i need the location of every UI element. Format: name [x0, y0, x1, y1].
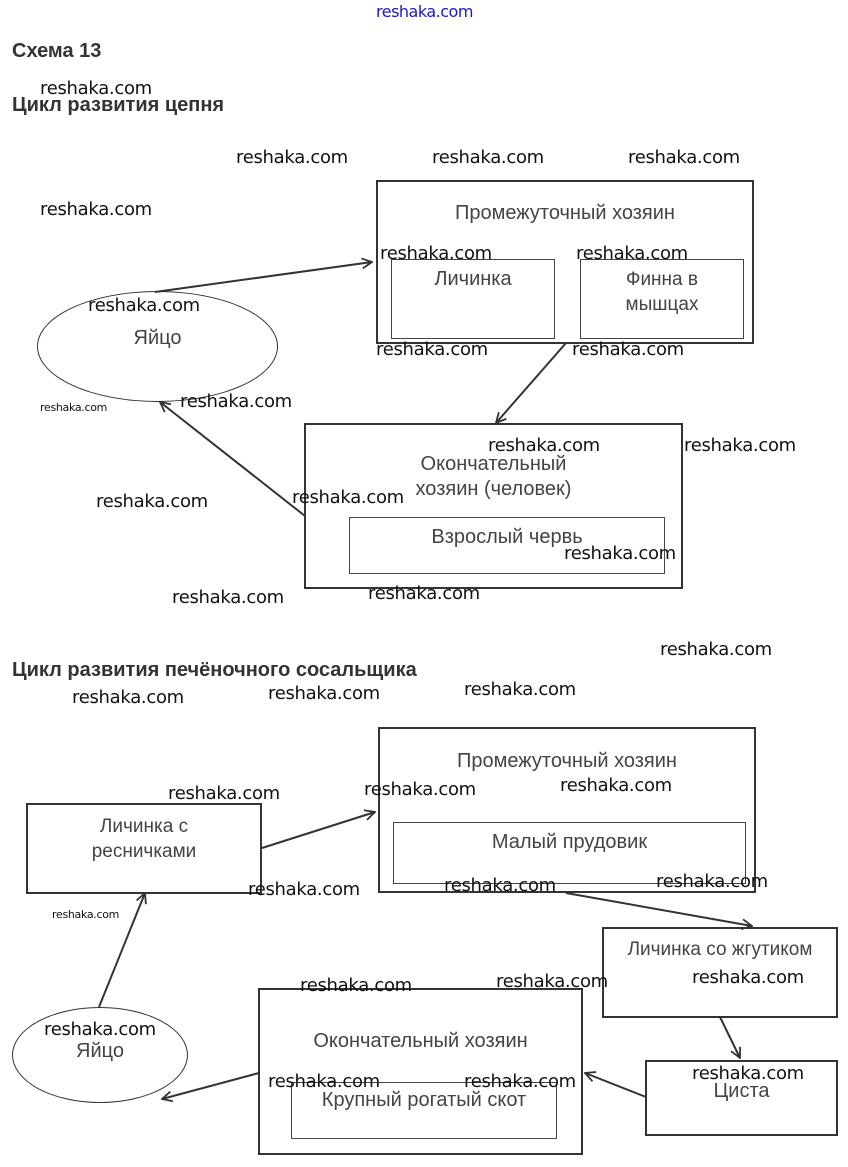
cyst-label: Циста	[713, 1080, 770, 1102]
watermark: reshaka.com	[660, 639, 772, 660]
watermark: reshaka.com	[444, 875, 556, 896]
definitive-host-box: Окончательный хозяин (человек) Взрослый …	[304, 423, 683, 589]
egg-label: Яйцо	[133, 327, 182, 349]
watermark: reshaka.com	[40, 78, 152, 99]
site-link[interactable]: reshaka.com	[376, 2, 473, 21]
intermediate-host-label: Промежуточный хозяин	[455, 202, 675, 224]
arrow-definitive-to-egg	[160, 402, 306, 517]
arrow-flagellated-to-cyst	[719, 1016, 740, 1058]
watermark: reshaka.com	[268, 683, 380, 704]
definitive-host-box-2: Окончательный хозяин Крупный рогатый ско…	[258, 988, 583, 1155]
watermark: reshaka.com	[560, 775, 672, 796]
watermark: reshaka.com	[300, 975, 412, 996]
watermark: reshaka.com	[628, 147, 740, 168]
watermark: reshaka.com	[236, 147, 348, 168]
intermediate-host-box-2: Промежуточный хозяин Малый прудовик	[378, 727, 756, 893]
arrow-cyst-to-definitive	[585, 1073, 647, 1098]
watermark: reshaka.com	[368, 583, 480, 604]
watermark: reshaka.com	[692, 967, 804, 988]
definitive-host-label: Окончательный хозяин (человек)	[415, 453, 572, 500]
watermark: reshaka.com	[168, 783, 280, 804]
cattle-box: Крупный рогатый скот	[291, 1082, 557, 1139]
watermark: reshaka.com	[268, 1071, 380, 1092]
watermark: reshaka.com	[432, 147, 544, 168]
pond-snail-box: Малый прудовик	[393, 822, 746, 884]
adult-worm-label: Взрослый червь	[431, 526, 583, 548]
finna-box: Финна в мышцах	[580, 259, 744, 339]
watermark: reshaka.com	[96, 491, 208, 512]
watermark: reshaka.com	[572, 339, 684, 360]
ciliated-larva-box: Личинка с ресничками	[26, 803, 262, 894]
watermark: reshaka.com	[172, 587, 284, 608]
egg-node-2: Яйцо	[12, 1007, 188, 1103]
adult-worm-box: Взрослый червь	[349, 517, 665, 574]
watermark: reshaka.com	[564, 543, 676, 564]
arrow-ciliated-to-intermediate	[261, 812, 375, 849]
intermediate-host-label-2: Промежуточный хозяин	[457, 750, 677, 772]
arrow-egg-to-ciliated	[98, 893, 145, 1008]
watermark: reshaka.com	[364, 779, 476, 800]
watermark: reshaka.com	[376, 339, 488, 360]
watermark: reshaka.com	[464, 679, 576, 700]
watermark: reshaka.com	[576, 243, 688, 264]
larva-label: Личинка	[434, 268, 512, 290]
watermark: reshaka.com	[380, 243, 492, 264]
intermediate-host-box: Промежуточный хозяин Личинка Финна в мыш…	[376, 180, 754, 344]
egg-label-2: Яйцо	[76, 1040, 124, 1062]
diagram1-title: Цикл развития цепня	[12, 94, 225, 116]
watermark: reshaka.com	[488, 435, 600, 456]
watermark: reshaka.com	[52, 908, 120, 921]
watermark: reshaka.com	[464, 1071, 576, 1092]
watermark: reshaka.com	[684, 435, 796, 456]
watermark: reshaka.com	[180, 391, 292, 412]
flagellated-larva-box: Личинка со жгутиком	[602, 927, 838, 1018]
flagellated-larva-label: Личинка со жгутиком	[627, 939, 813, 960]
watermark: reshaka.com	[656, 871, 768, 892]
arrow-egg-to-intermediate	[154, 262, 372, 293]
watermark: reshaka.com	[496, 971, 608, 992]
watermark: reshaka.com	[44, 1019, 156, 1040]
definitive-host-label-2: Окончательный хозяин	[313, 1030, 528, 1052]
pond-snail-label: Малый прудовик	[491, 831, 648, 853]
watermark: reshaka.com	[88, 295, 200, 316]
arrow-intermediate-to-definitive	[496, 342, 567, 423]
watermark: reshaka.com	[248, 879, 360, 900]
watermark: reshaka.com	[692, 1063, 804, 1084]
watermark: reshaka.com	[40, 199, 152, 220]
watermark: reshaka.com	[40, 401, 108, 414]
cattle-label: Крупный рогатый скот	[321, 1089, 527, 1111]
arrow-intermediate-to-flagellated	[565, 892, 752, 926]
larva-box: Личинка	[391, 259, 555, 339]
ciliated-larva-label: Личинка с ресничками	[91, 816, 197, 862]
finna-label: Финна в мышцах	[625, 269, 699, 315]
watermark: reshaka.com	[292, 487, 404, 508]
scheme-title: Схема 13	[12, 40, 102, 62]
cyst-box: Циста	[645, 1060, 838, 1136]
egg-node: Яйцо	[37, 291, 278, 402]
diagram2-title: Цикл развития печёночного сосальщика	[12, 659, 417, 681]
watermark: reshaka.com	[72, 687, 184, 708]
arrow-definitive-to-egg	[162, 1072, 260, 1099]
